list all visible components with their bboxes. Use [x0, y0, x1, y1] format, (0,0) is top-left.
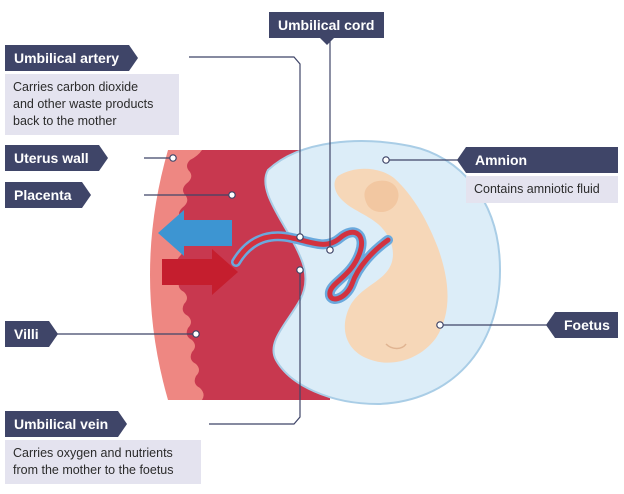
foetus-head-detail [385, 343, 407, 350]
placenta-label: Placenta [5, 182, 91, 208]
foetus-arm [364, 180, 399, 213]
umbilical-vein-desc-line-2: from the mother to the foetus [13, 463, 174, 477]
umbilical-artery-desc-line-1: Carries carbon dioxide [13, 80, 139, 94]
vein-flow-arrow [162, 249, 238, 295]
umbilical-artery-desc-line-3: back to the mother [13, 114, 117, 128]
umbilical-vein-desc-line-1: Carries oxygen and nutrients [13, 446, 173, 460]
umbilical-vein-description: Carries oxygen and nutrients from the mo… [5, 440, 201, 484]
leader-dots [169, 154, 444, 338]
umbilical-cord-label: Umbilical cord [269, 12, 385, 45]
umbilical-vein-label: Umbilical vein [5, 411, 128, 437]
uterus-wall-label: Uterus wall [5, 145, 108, 171]
villi-label: Villi [5, 321, 58, 347]
amnion-sac [264, 140, 502, 406]
amnion-description: Contains amniotic fluid [466, 176, 618, 203]
umbilical-artery-desc-line-2: and other waste products [13, 97, 154, 111]
foetus-label: Foetus [546, 312, 618, 338]
amnion-label: Amnion [457, 147, 618, 173]
leader-lines [51, 37, 550, 425]
artery-flow-arrow [158, 210, 232, 256]
foetus-shape [334, 168, 448, 363]
umbilical-artery-description: Carries carbon dioxide and other waste p… [5, 74, 179, 135]
umbilical-artery-label: Umbilical artery [5, 45, 139, 71]
umbilical-cord-vein-vessel [233, 229, 391, 302]
